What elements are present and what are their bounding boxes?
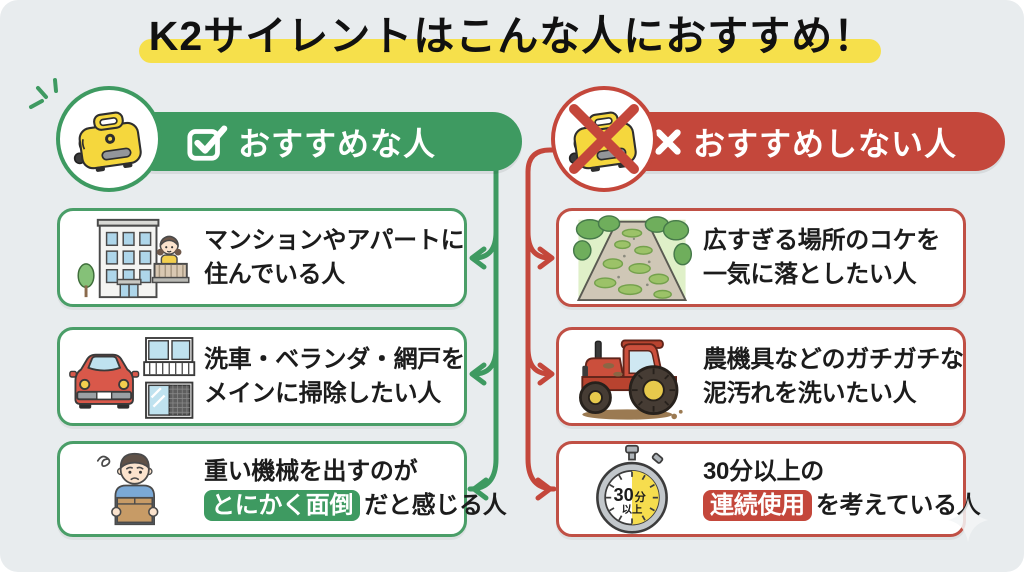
prohibition-x-icon xyxy=(569,104,639,174)
not-recommended-header-pill: おすすめしない人 xyxy=(600,112,1005,171)
card-text: 広すぎる場所のコケを 一気に落としたい人 xyxy=(703,226,940,288)
card-recommended-carwash: 洗車・ベランダ・網戸を メインに掃除したい人 xyxy=(57,327,467,426)
card-recommended-apartment: マンションやアパートに 住んでいる人 xyxy=(57,208,467,307)
card-not-recommended-continuous-use: 30 分 以上 30分以上の 連続使用を考えている人 xyxy=(556,441,981,537)
stopwatch-icon: 30 分 以上 xyxy=(567,444,697,534)
card-text: 農機具などのガチガチな 泥汚れを洗いたい人 xyxy=(703,345,964,407)
checkbox-icon xyxy=(187,125,228,161)
x-icon xyxy=(655,128,681,155)
apartment-building-icon xyxy=(68,213,198,303)
highlight-box: 連続使用 xyxy=(703,490,812,521)
emphasis-lines-icon xyxy=(29,78,58,109)
card-not-recommended-tractor: 農機具などのガチガチな 泥汚れを洗いたい人 xyxy=(556,327,966,426)
page-title: K2サイレントはこんな人におすすめ！ xyxy=(138,10,882,64)
tractor-icon xyxy=(567,332,697,422)
recommended-header-pill: おすすめな人 xyxy=(126,112,522,171)
moss-path-icon xyxy=(567,214,697,302)
not-recommended-badge xyxy=(551,86,657,192)
man-carrying-box-icon xyxy=(68,445,198,533)
card-recommended-heavy-machine: 重い機械を出すのが とにかく面倒だと感じる人 xyxy=(57,441,507,537)
card-not-recommended-moss: 広すぎる場所のコケを 一気に落としたい人 xyxy=(556,208,966,307)
stopwatch-unit: 分 xyxy=(635,490,647,504)
recommended-badge xyxy=(56,86,162,192)
stopwatch-label: 以上 xyxy=(622,503,643,516)
recommended-header-label: おすすめな人 xyxy=(238,125,437,162)
highlight-box: とにかく面倒 xyxy=(204,490,361,521)
car-balcony-screen-icon xyxy=(68,332,198,422)
green-connector xyxy=(453,137,499,501)
card-text: 重い機械を出すのが とにかく面倒だと感じる人 xyxy=(204,458,507,521)
card-text: 洗車・ベランダ・網戸を メインに掃除したい人 xyxy=(204,345,465,407)
pressure-washer-icon xyxy=(73,111,142,172)
not-recommended-header-label: おすすめしない人 xyxy=(693,125,958,162)
card-text: 30分以上の 連続使用を考えている人 xyxy=(703,458,981,521)
title-row: K2サイレントはこんな人におすすめ！ xyxy=(0,10,1024,64)
stopwatch-value: 30 xyxy=(614,485,634,505)
red-connector xyxy=(525,147,559,501)
card-text: マンションやアパートに 住んでいる人 xyxy=(204,226,465,288)
sparkle-icon xyxy=(948,498,988,542)
